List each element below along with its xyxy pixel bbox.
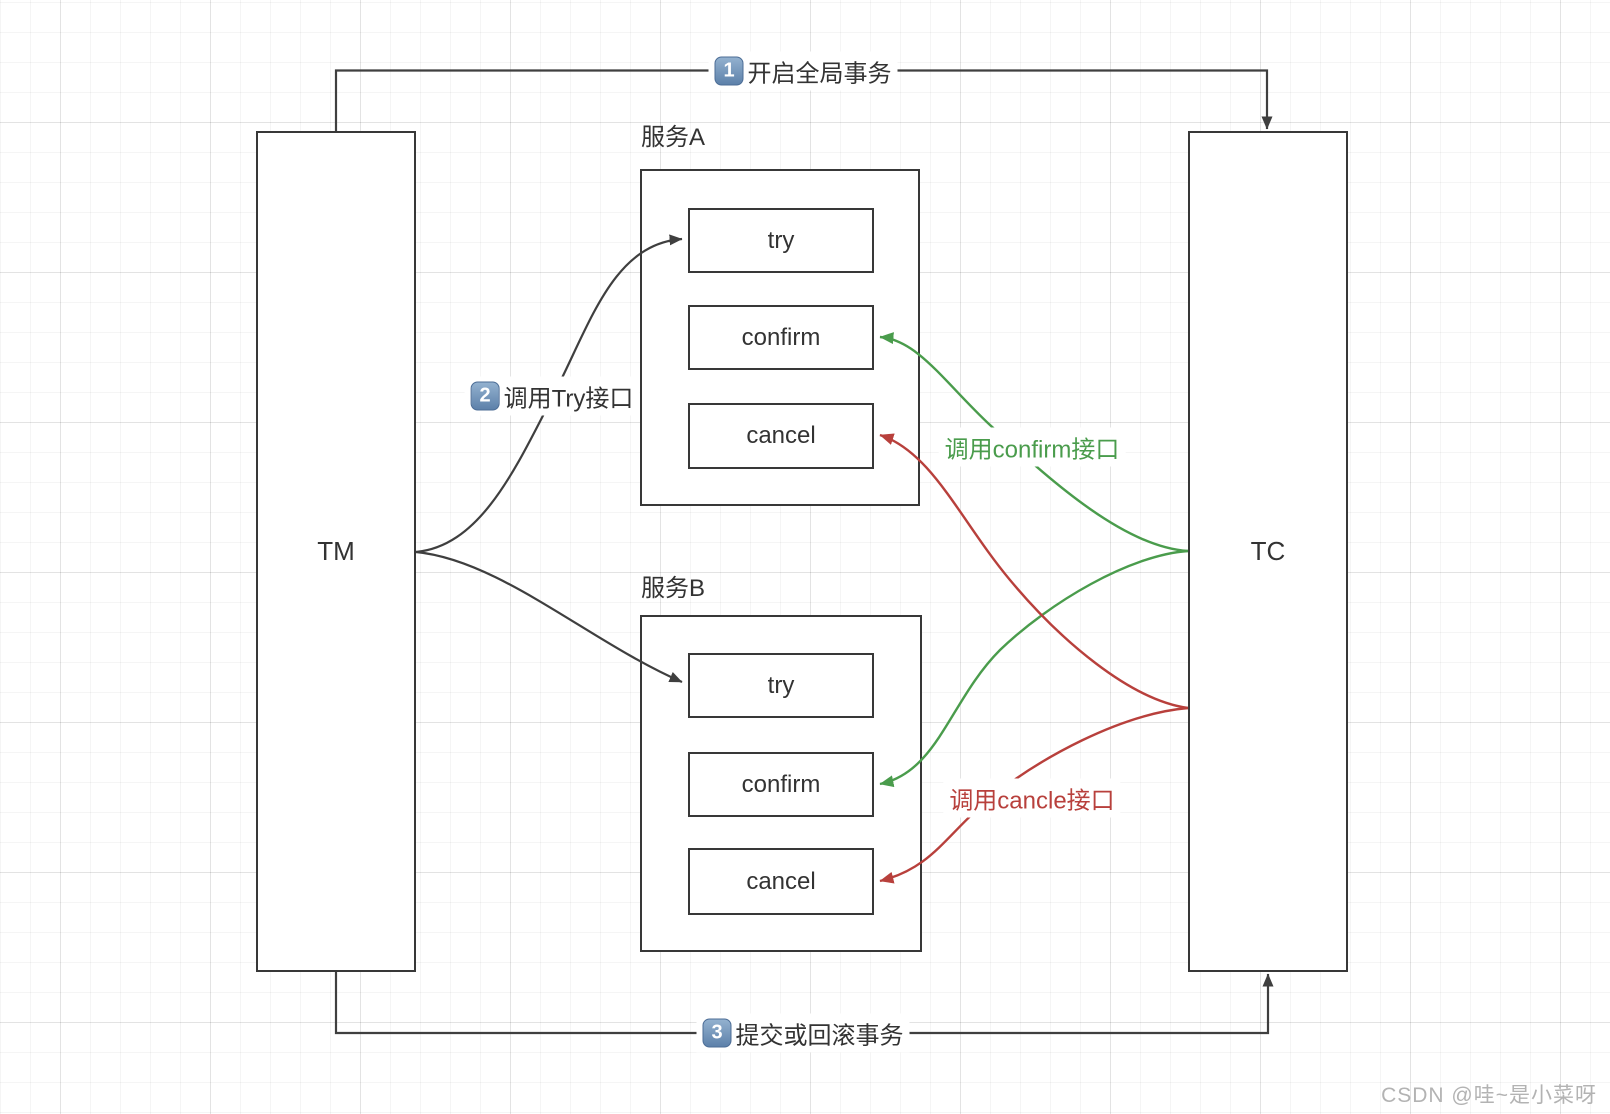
service-b-cancel-box: cancel [688,848,874,915]
service-b-confirm-box: confirm [688,752,874,817]
service-a-try-box: try [688,208,874,273]
service-a-cancel-box: cancel [688,403,874,469]
step2-label: 2 调用Try接口 [464,376,640,416]
confirm-edge-label: 调用confirm接口 [938,427,1126,467]
edge-confirm-service-b [879,549,1189,788]
cancel-edge-label: 调用cancle接口 [943,778,1121,818]
step1-label: 1 开启全局事务 [708,51,898,91]
edge-cancel-service-a [879,433,1189,710]
step2-text: 调用Try接口 [503,385,634,413]
service-a-confirm-box: confirm [688,305,874,370]
tc-label: TC [1250,536,1286,566]
csdn-watermark: CSDN @哇~是小菜呀 [1381,1084,1597,1107]
service-b-try-box: try [688,653,874,718]
step3-label: 3 提交或回滚事务 [696,1013,910,1053]
step1-badge: 1 [714,56,744,86]
tm-node: TM [256,131,416,972]
step3-badge: 3 [702,1018,732,1048]
step3-text: 提交或回滚事务 [735,1022,904,1050]
tc-node: TC [1188,131,1348,972]
service-a-title: 服务A [641,124,706,151]
step2-badge: 2 [470,381,500,411]
step1-text: 开启全局事务 [747,60,892,88]
tm-label: TM [317,536,355,566]
service-b-title: 服务B [641,575,706,602]
